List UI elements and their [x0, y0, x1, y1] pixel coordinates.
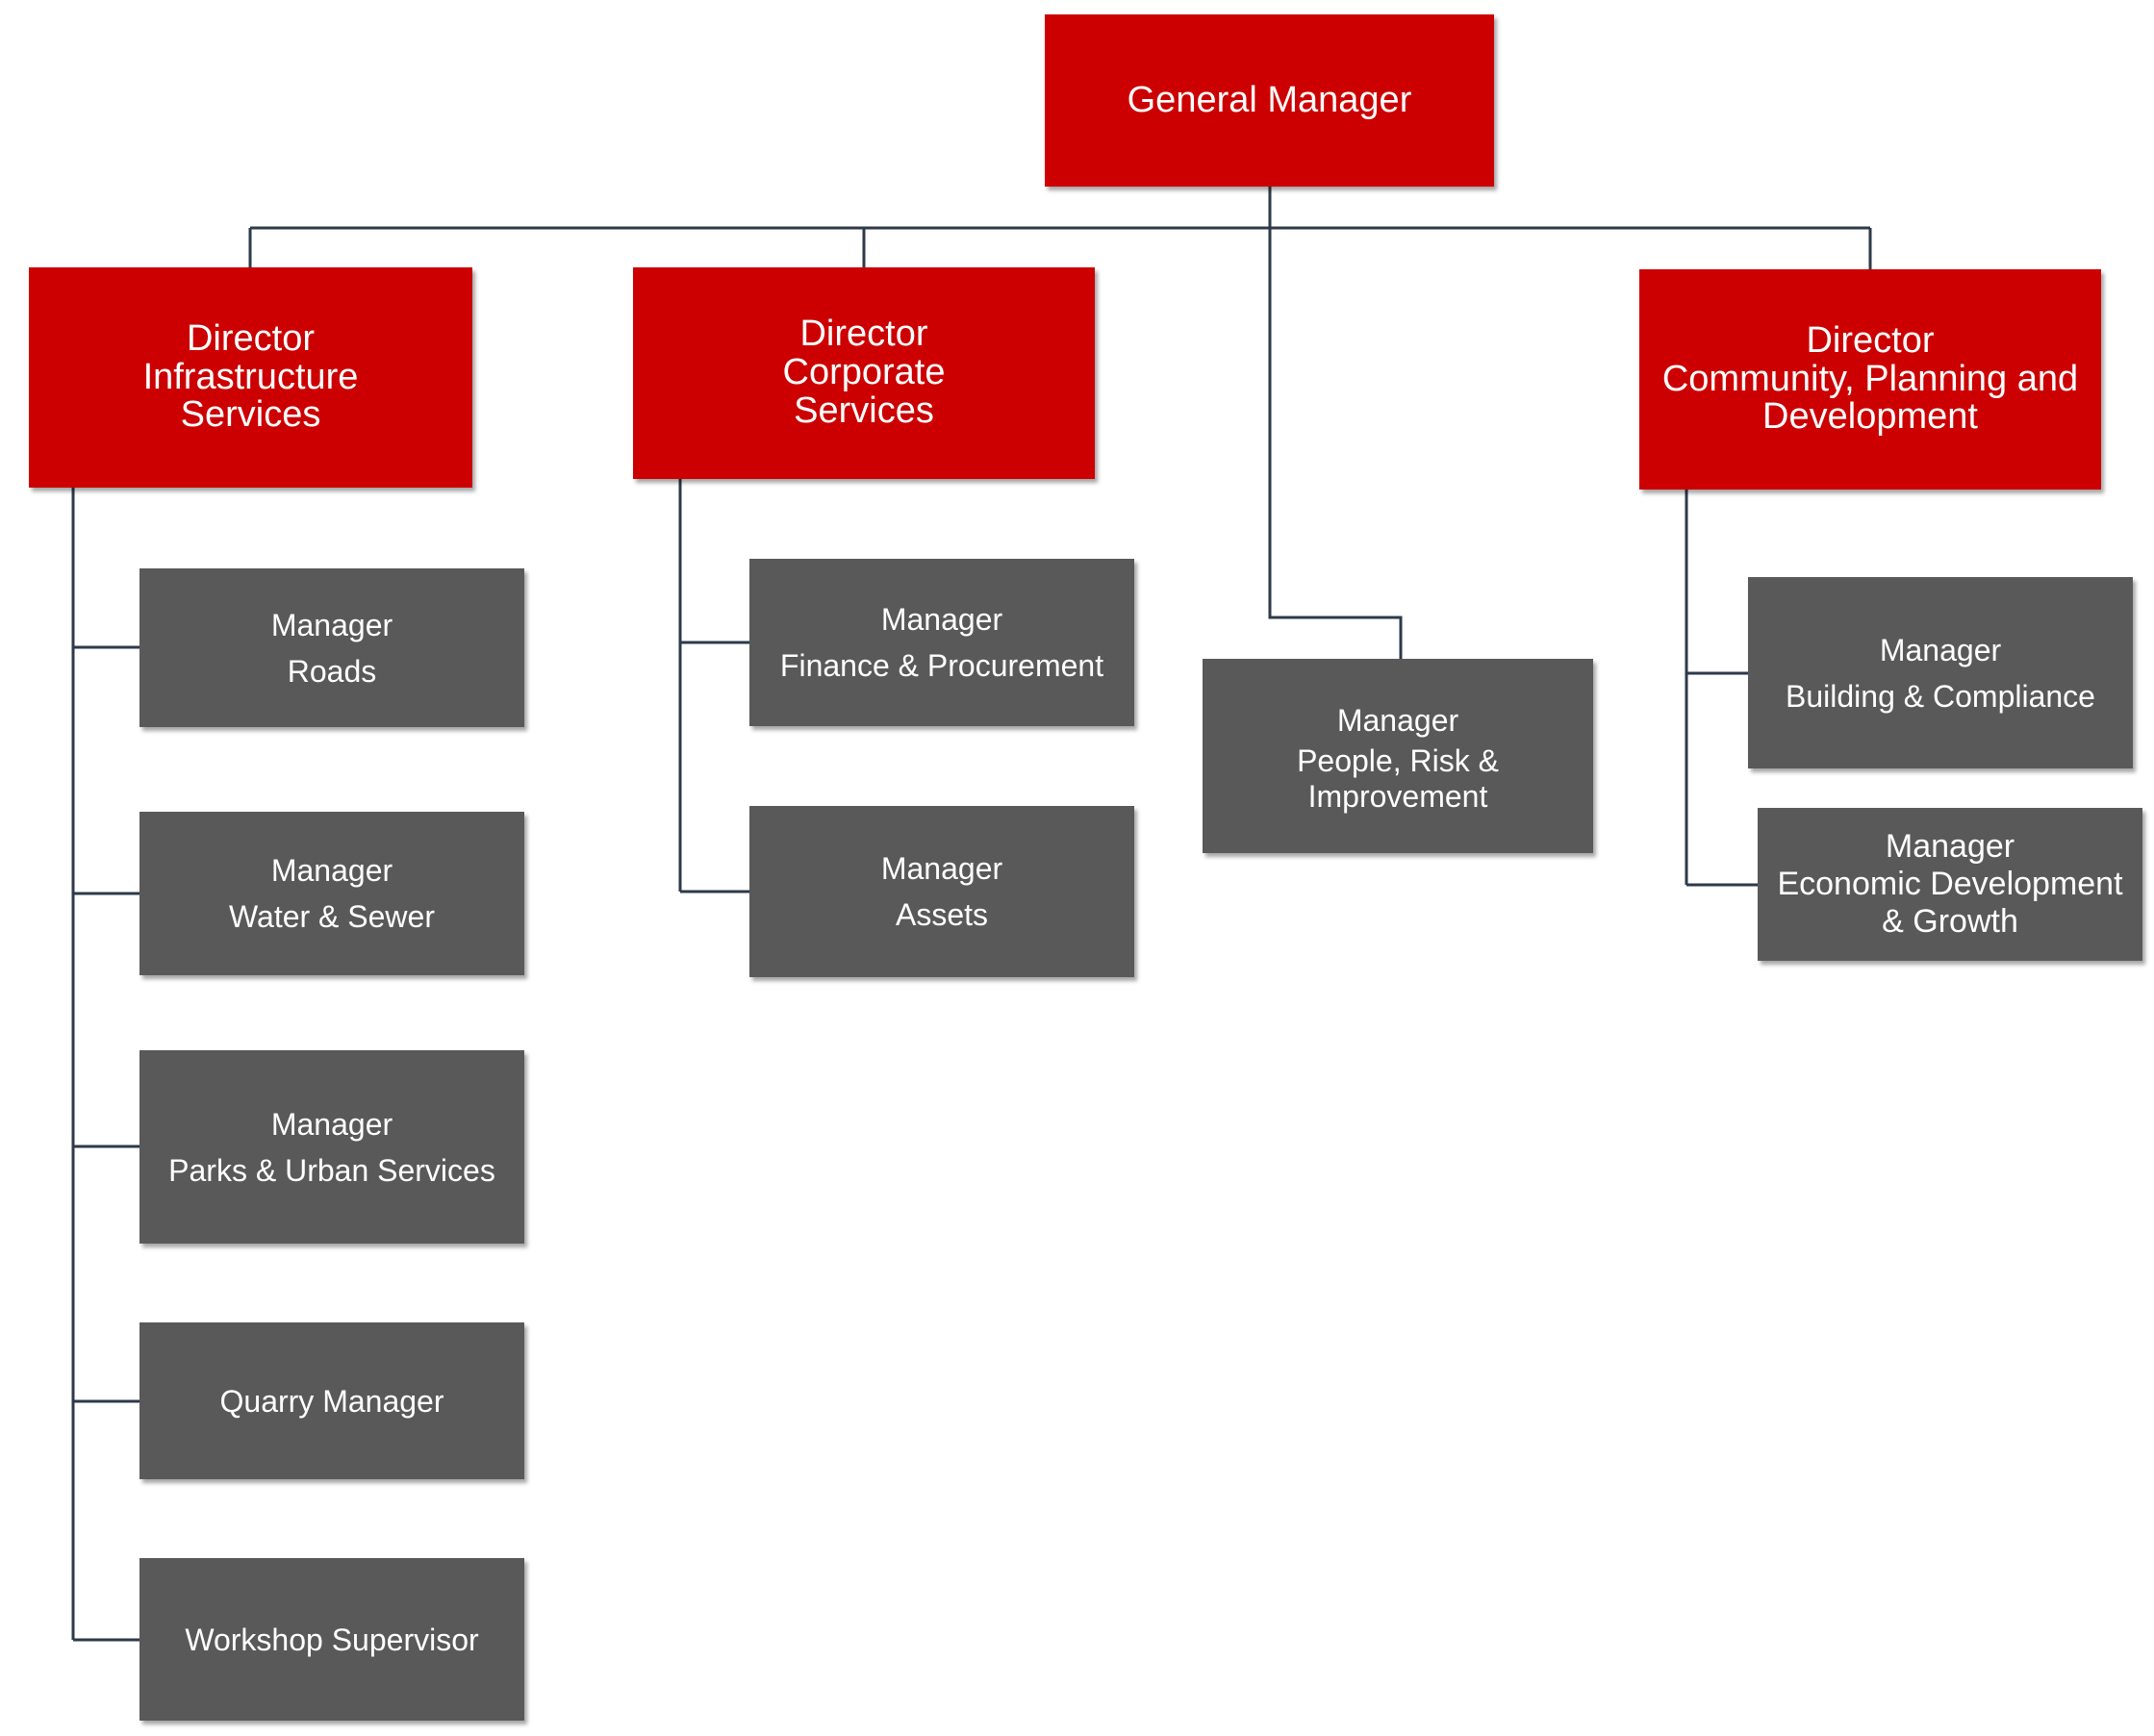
director-corporate-line2: Corporate [782, 352, 946, 393]
manager-water-sewer-line1: Manager [270, 853, 393, 888]
director-infrastructure-box: Director Infrastructure Services [29, 267, 472, 488]
manager-finance-procurement-line1: Manager [880, 602, 1003, 637]
manager-water-sewer-box: Manager Water & Sewer [139, 812, 524, 975]
manager-roads-line2: Roads [287, 653, 377, 689]
director-corporate-line1: Director [799, 314, 928, 355]
director-community-line1: Director [1806, 319, 1935, 361]
manager-building-compliance-line1: Manager [1879, 632, 2002, 667]
manager-people-risk-line2: People, Risk & [1297, 743, 1499, 779]
manager-economic-development-line3: & Growth [1882, 903, 2018, 941]
director-infrastructure-line1: Director [186, 317, 316, 359]
quarry-manager-box: Quarry Manager [139, 1322, 524, 1479]
manager-people-risk-box: Manager People, Risk & Improvement [1203, 659, 1593, 853]
manager-finance-procurement-line2: Finance & Procurement [779, 648, 1104, 683]
manager-parks-urban-line2: Parks & Urban Services [168, 1152, 495, 1188]
manager-parks-urban-line1: Manager [270, 1106, 393, 1142]
director-community-line2: Community, Planning and [1661, 358, 2079, 399]
director-corporate-line3: Services [794, 390, 934, 431]
manager-parks-urban-box: Manager Parks & Urban Services [139, 1050, 524, 1244]
connector-to-people [1268, 228, 1403, 659]
workshop-supervisor-box: Workshop Supervisor [139, 1558, 524, 1721]
manager-building-compliance-line2: Building & Compliance [1786, 678, 2095, 714]
manager-assets-box: Manager Assets [749, 806, 1134, 977]
manager-economic-development-line1: Manager [1885, 827, 2015, 865]
manager-finance-procurement-box: Manager Finance & Procurement [749, 559, 1134, 726]
manager-people-risk-line3: Improvement [1307, 779, 1488, 814]
manager-economic-development-box: Manager Economic Development & Growth [1758, 808, 2142, 961]
manager-assets-line1: Manager [880, 851, 1003, 886]
manager-assets-line2: Assets [895, 897, 989, 932]
manager-economic-development-line2: Economic Development [1777, 865, 2123, 902]
manager-people-risk-line1: Manager [1336, 703, 1459, 739]
director-infrastructure-line3: Services [180, 394, 321, 436]
director-infrastructure-line2: Infrastructure [142, 356, 359, 397]
manager-roads-box: Manager Roads [139, 568, 524, 727]
manager-roads-line1: Manager [270, 607, 393, 642]
director-corporate-box: Director Corporate Services [633, 267, 1095, 479]
manager-water-sewer-line2: Water & Sewer [229, 899, 435, 934]
director-community-line3: Development [1762, 396, 1978, 438]
quarry-manager-line1: Quarry Manager [219, 1383, 444, 1419]
workshop-supervisor-line1: Workshop Supervisor [185, 1622, 479, 1657]
general-manager-box: General Manager [1045, 14, 1494, 187]
manager-building-compliance-box: Manager Building & Compliance [1748, 577, 2133, 768]
general-manager-title: General Manager [1127, 79, 1412, 120]
director-community-box: Director Community, Planning and Develop… [1639, 269, 2101, 490]
